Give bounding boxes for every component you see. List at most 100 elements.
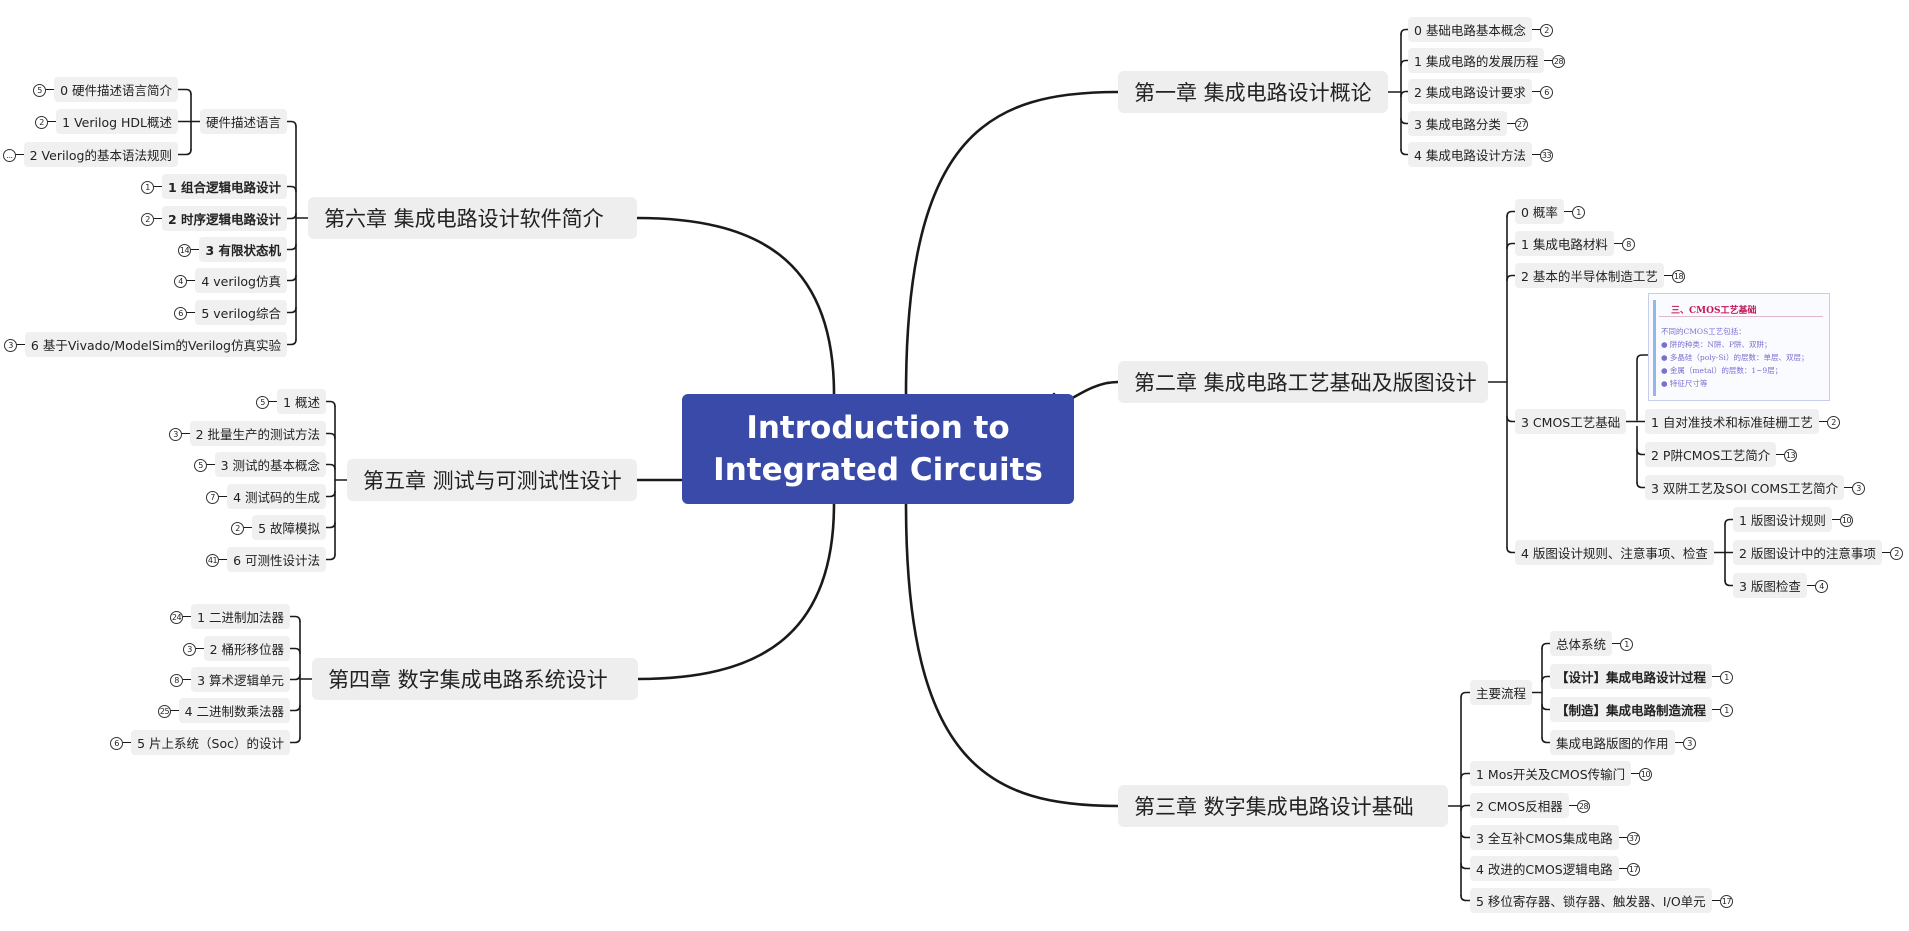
ch2-item-4[interactable]: 4 版图设计规则、注意事项、检查 (1515, 540, 1714, 565)
ch2-cmos-item-2-connector (1636, 481, 1646, 489)
ch4-item-3-label: 4 二进制数乘法器 (184, 704, 284, 719)
ch2-layout-item-2-label: 3 版图检查 (1739, 579, 1801, 594)
ch3-flow-item-1[interactable]: 【设计】集成电路设计过程 (1550, 664, 1713, 689)
ch5-item-4-connector (325, 521, 336, 529)
ch2-item-0-connector (1506, 210, 1516, 218)
ch3-item-4[interactable]: 4 改进的CMOS逻辑电路 (1470, 856, 1619, 881)
main-branch-3 (904, 502, 1120, 808)
ch6-item-0[interactable]: 硬件描述语言 (199, 109, 287, 134)
ch4-item-1-label: 2 桶形移位器 (209, 642, 284, 657)
ch3-count-badge-5: 17 (1720, 894, 1733, 908)
ch2-layout-count-badge-2: 4 (1815, 579, 1828, 593)
ch6-item-6[interactable]: 6 基于Vivado/ModelSim的Verilog仿真实验 (24, 332, 287, 357)
ch3-item-0-label: 主要流程 (1476, 686, 1527, 701)
ch6-item-3[interactable]: 3 有限状态机 (199, 237, 287, 262)
ch6-item-2[interactable]: 2 时序逻辑电路设计 (161, 206, 287, 231)
ch5-count-badge-1: 3 (169, 427, 182, 441)
ch1-item-1[interactable]: 1 集成电路的发展历程 (1408, 48, 1545, 73)
ch3-item-2[interactable]: 2 CMOS反相器 (1470, 793, 1569, 818)
chapter-5-topic[interactable]: 第五章 测试与可测试性设计 (347, 459, 637, 501)
ch2-cmos-item-2-label: 3 双阱工艺及SOI COMS工艺简介 (1651, 481, 1839, 496)
ch2-item-2-label: 2 基本的半导体制造工艺 (1521, 269, 1658, 284)
ch2-item-2[interactable]: 2 基本的半导体制造工艺 (1515, 263, 1664, 288)
main-branch-4 (636, 502, 836, 681)
chapter-2-topic[interactable]: 第二章 集成电路工艺基础及版图设计 (1118, 361, 1488, 403)
ch2-item-3-label: 3 CMOS工艺基础 (1521, 415, 1621, 430)
ch4-item-3[interactable]: 4 二进制数乘法器 (178, 698, 290, 723)
chapter-6-topic[interactable]: 第六章 集成电路设计软件简介 (308, 197, 637, 239)
ch2-layout-count-badge-0: 10 (1840, 513, 1853, 527)
chapter-6-title: 第六章 集成电路设计软件简介 (324, 207, 604, 231)
ch5-item-2-label: 3 测试的基本概念 (220, 458, 320, 473)
ch3-item-5[interactable]: 5 移位寄存器、锁存器、触发器、I/O单元 (1470, 888, 1712, 913)
ch1-item-4[interactable]: 4 集成电路设计方法 (1408, 142, 1532, 167)
ch5-item-4[interactable]: 5 故障模拟 (252, 515, 326, 540)
ch5-item-1[interactable]: 2 批量生产的测试方法 (189, 421, 326, 446)
chapter-2-title: 第二章 集成电路工艺基础及版图设计 (1134, 371, 1477, 395)
ch2-layout-item-0[interactable]: 1 版图设计规则 (1733, 507, 1832, 532)
chapter-4-topic[interactable]: 第四章 数字集成电路系统设计 (312, 658, 638, 700)
ch1-item-3[interactable]: 3 集成电路分类 (1408, 111, 1507, 136)
ch3-flow-item-3-label: 集成电路版图的作用 (1556, 736, 1669, 751)
ch6-item-2-label: 2 时序逻辑电路设计 (167, 212, 281, 227)
ch3-count-badge-1: 10 (1639, 767, 1652, 781)
cmos-process-thumbnail-image[interactable]: 三、CMOS工艺基础 不同的CMOS工艺包括： ● 阱的种类：N阱、P阱、双阱；… (1648, 293, 1830, 401)
ch1-item-0-label: 0 基础电路基本概念 (1414, 23, 1526, 38)
thumbnail-divider (1659, 316, 1823, 317)
ch1-item-2[interactable]: 2 集成电路设计要求 (1408, 79, 1532, 104)
central-topic[interactable]: Introduction to Integrated Circuits (682, 394, 1074, 504)
ch3-item-1[interactable]: 1 Mos开关及CMOS传输门 (1470, 761, 1632, 786)
ch4-item-1[interactable]: 2 桶形移位器 (203, 636, 290, 661)
ch2-cmos-item-0-label: 1 自对准技术和标准硅栅工艺 (1651, 415, 1813, 430)
ch6-item-4[interactable]: 4 verilog仿真 (195, 268, 287, 293)
ch3-flow-item-3[interactable]: 集成电路版图的作用 (1550, 730, 1675, 755)
ch5-item-0-connector (325, 400, 336, 408)
ch4-item-0[interactable]: 1 二进制加法器 (191, 604, 290, 629)
ch6-hdl-item-2[interactable]: 2 Verilog的基本语法规则 (23, 142, 178, 167)
ch6-hdl-item-1[interactable]: 1 Verilog HDL概述 (56, 109, 178, 134)
ch3-flow-item-2[interactable]: 【制造】集成电路制造流程 (1550, 697, 1713, 722)
ch6-item-6-label: 6 基于Vivado/ModelSim的Verilog仿真实验 (30, 338, 281, 353)
thumbnail-connector (1636, 354, 1649, 421)
ch3-flow-item-0[interactable]: 总体系统 (1550, 631, 1613, 656)
ch2-cmos-item-1[interactable]: 2 P阱CMOS工艺简介 (1645, 442, 1777, 467)
ch4-item-2[interactable]: 3 算术逻辑单元 (191, 667, 290, 692)
ch2-cmos-item-0[interactable]: 1 自对准技术和标准硅栅工艺 (1645, 409, 1819, 434)
ch6-hdl-item-0[interactable]: 0 硬件描述语言简介 (54, 77, 178, 102)
ch6-hdl-item-0-connector (177, 88, 192, 96)
ch3-count-badge-4: 17 (1627, 862, 1640, 876)
ch6-count-badge-5: 6 (174, 306, 187, 320)
ch1-item-4-connector (1400, 148, 1409, 156)
ch5-item-2[interactable]: 3 测试的基本概念 (214, 452, 326, 477)
ch2-item-0[interactable]: 0 概率 (1515, 199, 1564, 224)
ch6-item-5[interactable]: 5 verilog综合 (195, 300, 287, 325)
ch3-item-0[interactable]: 主要流程 (1470, 680, 1533, 705)
ch5-item-0[interactable]: 1 概述 (277, 389, 326, 414)
ch2-layout-item-1[interactable]: 2 版图设计中的注意事项 (1733, 540, 1882, 565)
chapter-3-topic[interactable]: 第三章 数字集成电路设计基础 (1118, 785, 1448, 827)
ch5-item-1-label: 2 批量生产的测试方法 (195, 427, 320, 442)
chapter-1-topic[interactable]: 第一章 集成电路设计概论 (1118, 71, 1388, 113)
ch1-item-0[interactable]: 0 基础电路基本概念 (1408, 17, 1532, 42)
ch2-item-4-connector (1506, 546, 1516, 554)
ch4-count-badge-0: 24 (170, 610, 183, 624)
chapter-3-title: 第三章 数字集成电路设计基础 (1134, 795, 1414, 819)
ch3-item-3[interactable]: 3 全互补CMOS集成电路 (1470, 825, 1619, 850)
ch3-item-5-connector (1460, 894, 1471, 902)
ch3-flow-item-2-connector (1541, 703, 1551, 711)
ch2-item-3[interactable]: 3 CMOS工艺基础 (1515, 409, 1627, 434)
ch3-flow-item-2-label: 【制造】集成电路制造流程 (1556, 703, 1707, 718)
ch2-item-3-connector (1506, 415, 1516, 423)
ch6-item-1[interactable]: 1 组合逻辑电路设计 (161, 174, 287, 199)
ch2-cmos-item-2[interactable]: 3 双阱工艺及SOI COMS工艺简介 (1645, 475, 1845, 500)
central-topic-line2: Integrated Circuits (713, 452, 1043, 488)
ch6-item-3-connector (286, 243, 297, 251)
ch5-item-3[interactable]: 4 测试码的生成 (227, 484, 326, 509)
central-topic-line1: Introduction to (746, 410, 1010, 446)
ch2-layout-item-2[interactable]: 3 版图检查 (1733, 573, 1807, 598)
ch2-item-1[interactable]: 1 集成电路材料 (1515, 231, 1614, 256)
ch5-item-5[interactable]: 6 可测性设计法 (227, 547, 326, 572)
ch3-flow-item-3-connector (1541, 736, 1551, 744)
ch4-item-4[interactable]: 5 片上系统（Soc）的设计 (131, 730, 290, 755)
